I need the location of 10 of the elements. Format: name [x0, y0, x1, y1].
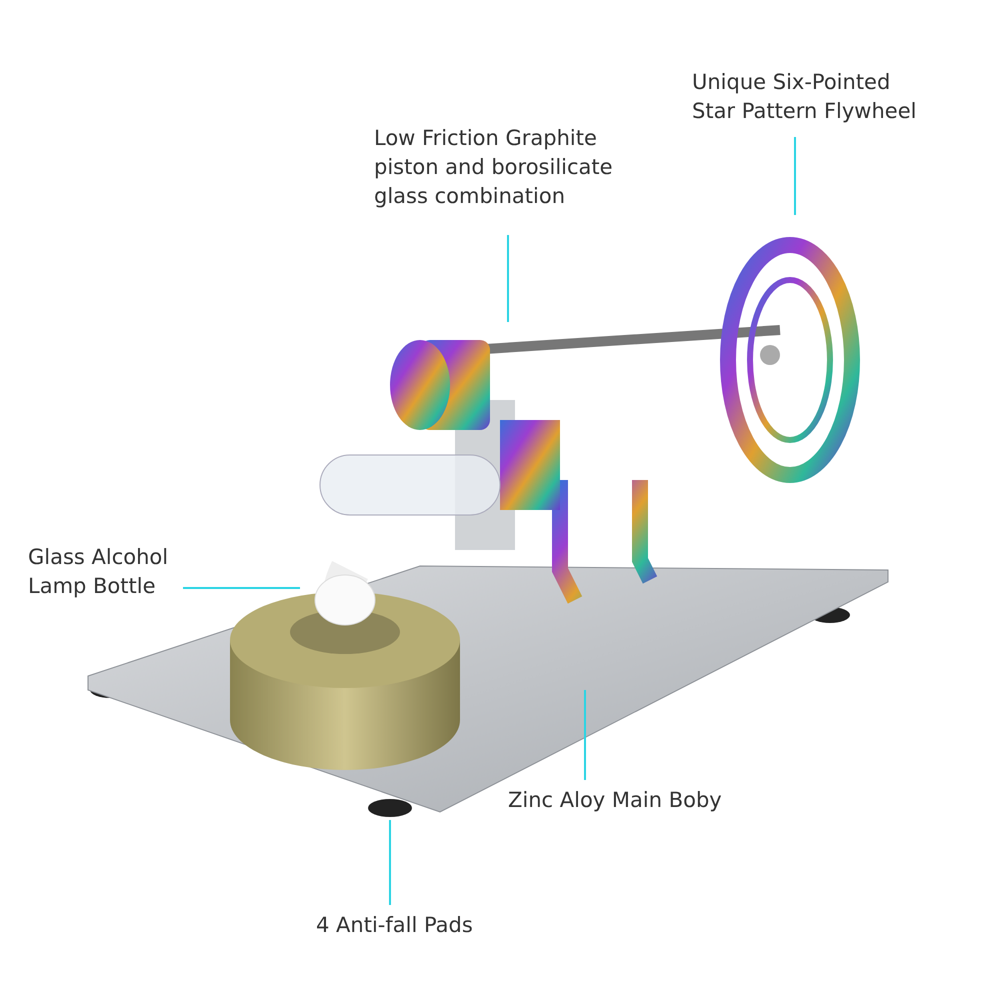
leader-line [183, 587, 300, 589]
callout-label: Low Friction Graphite piston and borosilicate glass combination [374, 124, 664, 211]
leader-line [794, 137, 796, 215]
callout-label: Unique Six-Pointed Star Pattern Flywheel [692, 68, 937, 126]
leader-line [389, 820, 391, 905]
leader-line [584, 690, 586, 780]
callout-label: 4 Anti-fall Pads [316, 911, 516, 940]
callout-label: Glass Alcohol Lamp Bottle [28, 543, 198, 601]
leader-line [507, 235, 509, 322]
callout-label: Zinc Aloy Main Boby [508, 786, 768, 815]
